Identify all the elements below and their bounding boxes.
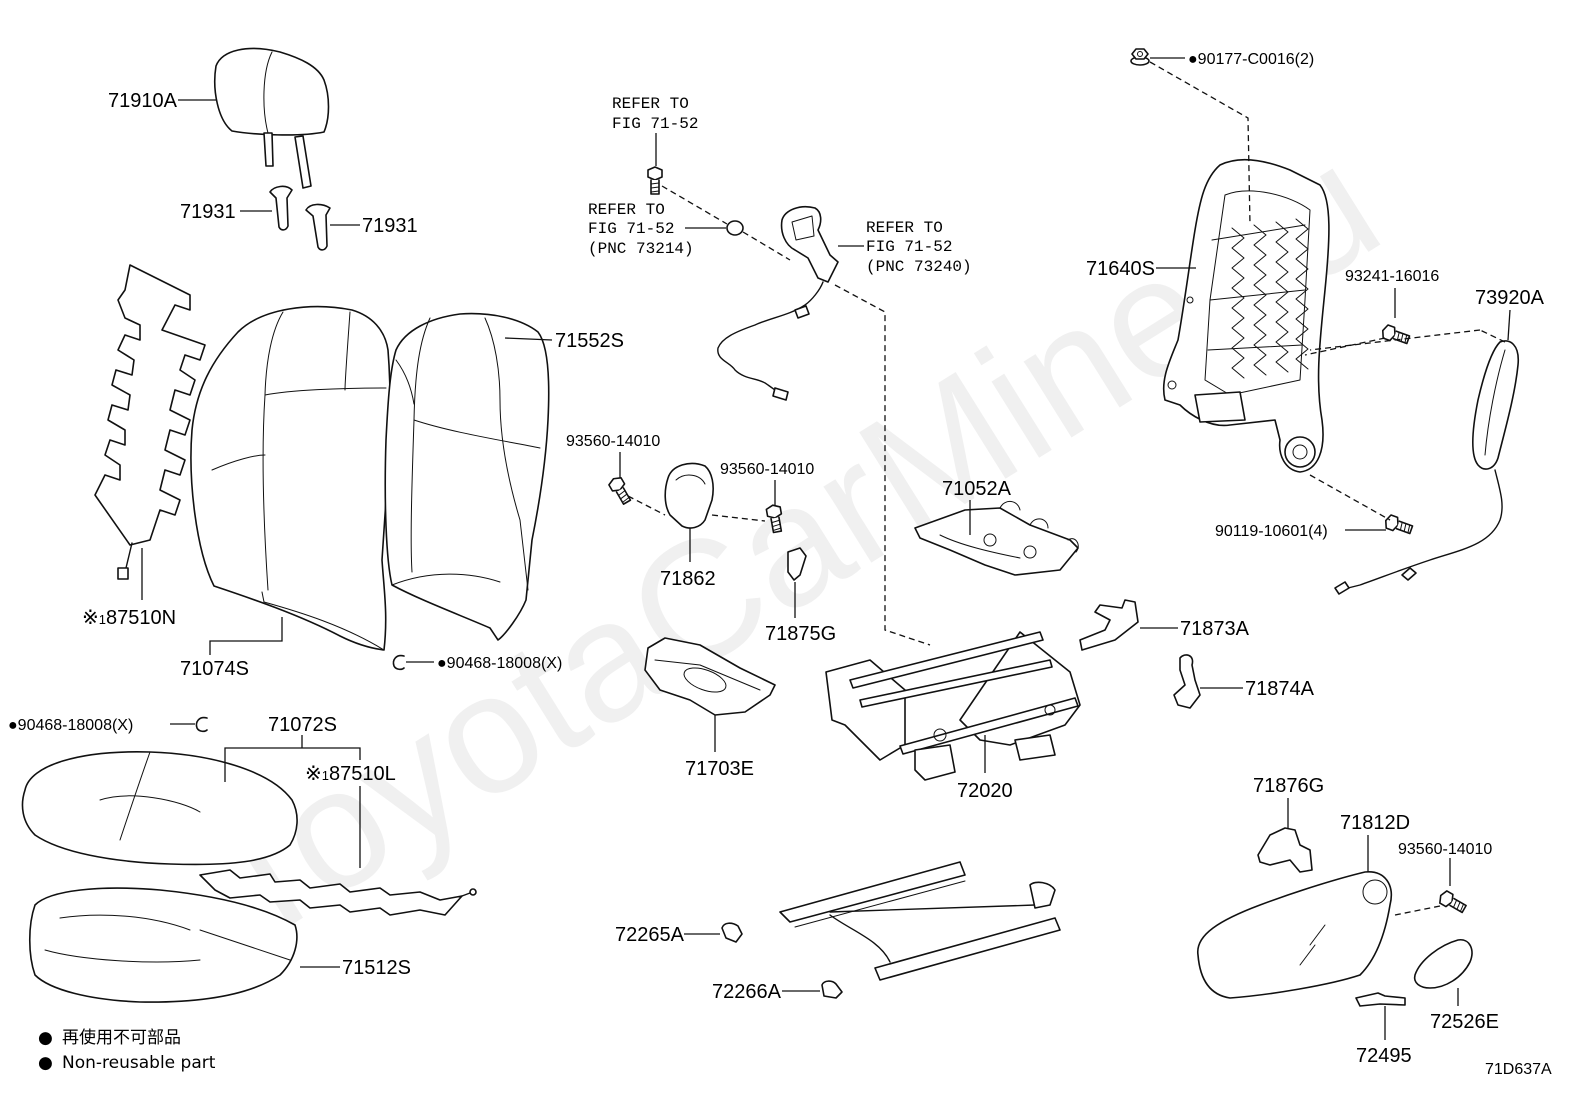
assembly-line <box>1309 474 1391 521</box>
reference-buckle: REFER TO FIG 71-52 (PNC 73240) <box>866 219 972 276</box>
track-clip-a-part-number: 72265A <box>615 924 685 946</box>
headrest-guide-right-part-number: 71931 <box>362 215 418 237</box>
cushion-cover <box>21 751 298 866</box>
track-clip-b-part-number: 72266A <box>712 981 782 1003</box>
frame-bolt-lower <box>1382 513 1415 538</box>
legend-english: Non-reusable part <box>62 1053 216 1073</box>
reference-washer: REFER TO FIG 71-52 (PNC 73214) <box>588 201 694 258</box>
seat-belt-buckle <box>717 205 839 401</box>
track-clip-b <box>821 980 843 999</box>
assembly-lines <box>627 61 1506 916</box>
leader-lines <box>141 57 1511 1040</box>
shield-screw <box>1436 888 1469 916</box>
headrest-guide-right <box>305 203 331 251</box>
headrest-guide-left-part-number: 71931 <box>180 201 236 223</box>
assembly-line <box>1304 337 1386 356</box>
seatback-frame <box>1162 158 1330 473</box>
seatback-cover <box>190 305 391 651</box>
bracket-71873a <box>1079 599 1139 651</box>
headrest <box>213 47 330 189</box>
recliner-cover <box>664 462 714 529</box>
assembly-line <box>627 495 666 516</box>
shield-screw-part-number: 93560-14010 <box>1398 841 1492 858</box>
cushion-heater <box>199 869 477 916</box>
seatback-pad-part-number: 71552S <box>555 330 624 352</box>
side-shield <box>1197 871 1392 999</box>
cushion-pad <box>29 887 298 1003</box>
side-shield-part-number: 71812D <box>1340 812 1410 834</box>
buckle-washer <box>726 220 744 236</box>
cushion-pan <box>644 637 776 716</box>
seatback-pad <box>384 312 550 641</box>
assembly-line <box>1394 905 1441 916</box>
assembly-line <box>742 231 791 261</box>
cushion-frame <box>825 631 1081 781</box>
headrest-stay-left <box>263 132 274 167</box>
assembly-line <box>661 185 728 225</box>
buckle-bolt <box>647 166 663 195</box>
frame-bolt-upper-part-number: 93241-16016 <box>1345 268 1439 285</box>
assembly-line <box>711 514 766 522</box>
legend-bullet: ● <box>38 1053 53 1073</box>
cushion-pan-part-number: 71703E <box>685 758 754 780</box>
part-labels: 71910A 71931 71931 REFER TO FIG 71-52 RE… <box>8 51 1545 1067</box>
leader-line <box>1507 309 1511 341</box>
seatback-frame-part-number: 71640S <box>1086 258 1155 280</box>
side-airbag <box>1334 340 1520 595</box>
frame-bolt-upper <box>1379 323 1412 348</box>
frame-nut <box>1130 48 1150 66</box>
assembly-line <box>834 284 931 646</box>
recliner-bolt-right-part-number: 93560-14010 <box>720 461 814 478</box>
cushion-hog-ring-part-number: ●90468-18008(X) <box>8 717 133 734</box>
headrest-part-number: 71910A <box>108 90 178 112</box>
bracket-71874a <box>1173 654 1201 709</box>
legend: ● 再使用不可部品 ● Non-reusable part <box>38 1027 216 1073</box>
bracket-71876g-part-number: 71876G <box>1253 775 1324 797</box>
leader-bracket <box>224 735 361 868</box>
seatback-cover-part-number: 71074S <box>180 658 249 680</box>
assembly-line <box>1309 329 1506 351</box>
cushion-pad-part-number: 71512S <box>342 957 411 979</box>
bracket-71876g <box>1257 827 1313 873</box>
lever-part-number: 72495 <box>1356 1045 1412 1067</box>
reference-bolt-top: REFER TO FIG 71-52 <box>612 95 698 133</box>
diagram-code: 71D637A <box>1485 1061 1552 1078</box>
legend-japanese: 再使用不可部品 <box>62 1027 181 1048</box>
headrest-guide-left <box>269 185 293 231</box>
cushion-hog-ring <box>195 716 208 733</box>
legend-bullet: ● <box>38 1028 53 1048</box>
cushion-cover-part-number: 71072S <box>268 714 337 736</box>
spring-plate <box>914 501 1079 576</box>
bracket-71873a-part-number: 71873A <box>1180 618 1250 640</box>
bracket-71875g-part-number: 71875G <box>765 623 836 645</box>
recliner-bolt-left-part-number: 93560-14010 <box>566 433 660 450</box>
track-clip-a <box>721 922 743 943</box>
adjust-knob <box>1413 939 1473 989</box>
cushion-heater-part-number: ※187510L <box>305 763 396 785</box>
recliner-bolt-left <box>606 474 634 507</box>
recliner-cover-part-number: 71862 <box>660 568 716 590</box>
seatback-springs <box>1207 218 1309 379</box>
seat-track <box>779 861 1061 981</box>
spring-plate-part-number: 71052A <box>942 478 1012 500</box>
seatback-heater-part-number: ※187510N <box>82 607 176 629</box>
headrest-stay-right <box>294 135 312 189</box>
adjust-lever <box>1355 992 1406 1007</box>
side-airbag-part-number: 73920A <box>1475 287 1545 309</box>
seatback-hog-ring-part-number: ●90468-18008(X) <box>437 655 562 672</box>
assembly-line <box>1149 61 1251 226</box>
leader-line <box>504 337 553 341</box>
frame-nut-part-number: ●90177-C0016(2) <box>1188 51 1314 68</box>
bracket-71875g <box>787 547 807 581</box>
seatback-heater <box>94 264 206 580</box>
bracket-71874a-part-number: 71874A <box>1245 678 1315 700</box>
seatback-hog-ring <box>392 654 405 671</box>
frame-bolt-lower-part-number: 90119-10601(4) <box>1215 523 1328 540</box>
knob-part-number: 72526E <box>1430 1011 1499 1033</box>
leader-bracket <box>209 617 283 655</box>
cushion-frame-part-number: 72020 <box>957 780 1013 802</box>
